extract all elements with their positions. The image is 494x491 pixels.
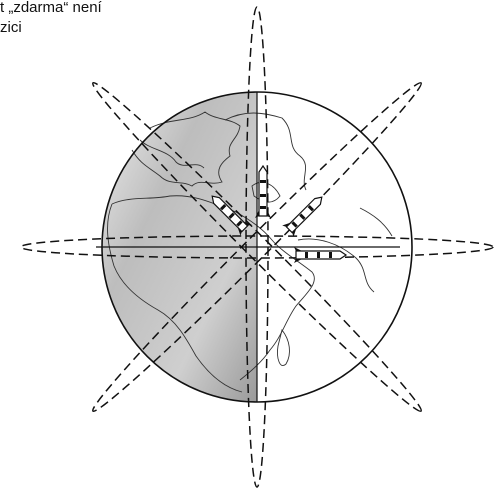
rocket-icon <box>294 247 346 263</box>
rocket-icon <box>282 192 327 237</box>
